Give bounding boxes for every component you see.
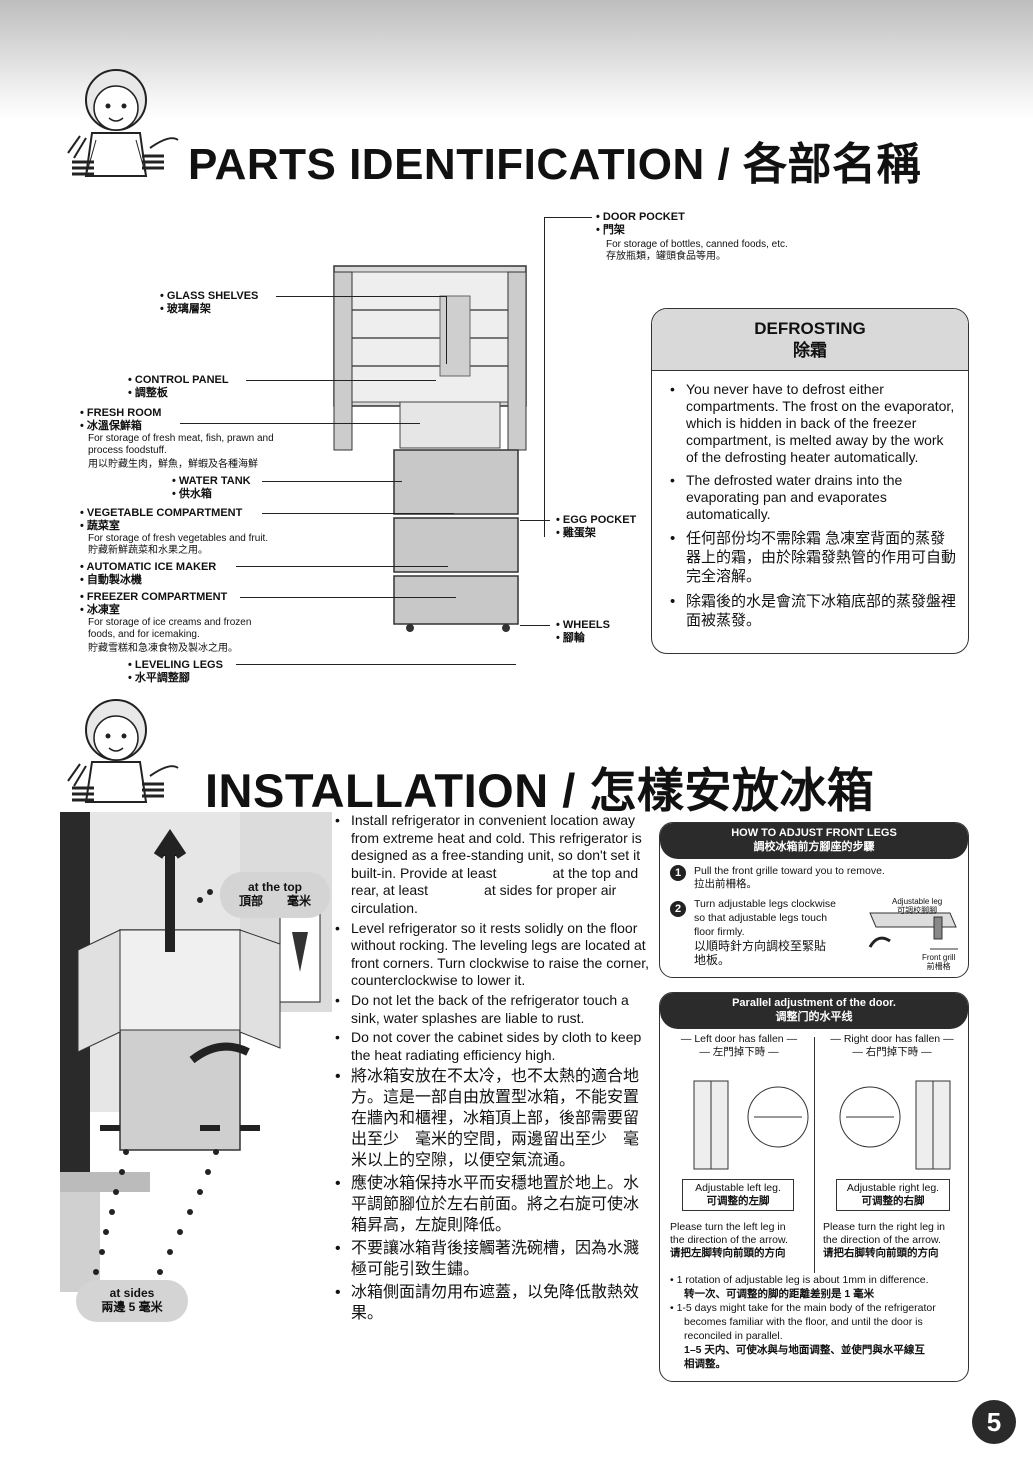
instruction-item: 冰箱側面請勿用布遮蓋，以免降低散熱效果。	[333, 1282, 651, 1324]
adjustable-leg-label: Adjustable leg 可調校腳腳	[892, 897, 943, 915]
parallel-notes: • 1 rotation of adjustable leg is about …	[670, 1274, 936, 1370]
refrigerator-illustration	[333, 265, 527, 632]
defrosting-list: You never have to defrost either compart…	[652, 371, 968, 630]
leader-line	[180, 423, 420, 424]
turn-right-instruction: Please turn the right leg in the directi…	[823, 1221, 945, 1259]
instruction-item: 不要讓冰箱背後接觸著洗碗槽，因為水濺極可能引致生鏽。	[333, 1238, 651, 1280]
page-title-parts: PARTS IDENTIFICATION / 各部名稱	[188, 140, 921, 189]
adjustable-right-leg-box: Adjustable right leg. 可调整的右脚	[836, 1179, 950, 1211]
defrost-item: You never have to defrost either compart…	[668, 381, 956, 466]
right-door-fallen-label: — Right door has fallen — — 右門掉下時 —	[830, 1033, 954, 1058]
leader-line	[262, 481, 402, 482]
leader-line	[236, 566, 448, 567]
page-title-installation: INSTALLATION / 怎樣安放冰箱	[205, 764, 875, 817]
leader-line	[246, 380, 436, 381]
front-grill-label: Front grill 前柵格	[922, 953, 956, 971]
front-legs-header: HOW TO ADJUST FRONT LEGS 調校冰箱前方腳座的步驟	[660, 823, 968, 859]
label-egg-pocket: • EGG POCKET • 雞蛋架	[556, 514, 637, 539]
defrost-item: 任何部份均不需除霜 急凍室背面的蒸發器上的霜，由於除霜發熱管的作用可自動完全溶解…	[668, 529, 956, 586]
leader-line	[262, 513, 454, 514]
label-wheels: • WHEELS • 腳輪	[556, 619, 610, 644]
leader-line	[236, 664, 516, 665]
instruction-item: Level refrigerator so it rests solidly o…	[333, 920, 651, 990]
front-legs-panel: HOW TO ADJUST FRONT LEGS 調校冰箱前方腳座的步驟 1 P…	[659, 822, 969, 978]
right-door-illustration	[839, 1080, 951, 1170]
leader-line	[520, 625, 550, 626]
header-background	[0, 0, 1033, 120]
label-door-pocket: • DOOR POCKET • 門架 For storage of bottle…	[596, 211, 788, 262]
leader-line	[544, 217, 592, 218]
installation-illustration	[60, 812, 332, 1330]
instruction-item: Do not let the back of the refrigerator …	[333, 992, 651, 1027]
leader-line	[544, 217, 545, 537]
parallel-header: Parallel adjustment of the door. 调整门的水平线	[660, 993, 968, 1029]
mascot-woman-illustration	[67, 69, 179, 177]
leader-line	[520, 520, 550, 521]
label-ice-maker: • AUTOMATIC ICE MAKER • 自動製冰機	[80, 561, 217, 586]
column-divider	[814, 1037, 815, 1273]
leader-line	[446, 296, 447, 364]
mascot-woman-illustration	[67, 699, 179, 803]
label-leveling-legs: • LEVELING LEGS • 水平調整腳	[128, 659, 223, 684]
label-fresh-room: • FRESH ROOM • 冰溫保鮮箱 For storage of fres…	[80, 407, 274, 470]
label-glass-shelves: • GLASS SHELVES • 玻璃層架	[160, 290, 259, 315]
step-number-2: 2	[670, 901, 686, 917]
defrosting-panel: DEFROSTING 除霜 You never have to defrost …	[651, 308, 969, 654]
adjustable-left-leg-box: Adjustable left leg. 可调整的左脚	[682, 1179, 794, 1211]
instruction-item: Install refrigerator in convenient locat…	[333, 812, 651, 918]
leg-adjust-illustration	[868, 912, 958, 950]
page-number: 5	[972, 1400, 1016, 1444]
left-door-fallen-label: — Left door has fallen — — 左門掉下時 —	[680, 1033, 798, 1058]
instruction-item: 將冰箱安放在不太冷，也不太熱的適合地方。這是一部自由放置型冰箱，不能安置在牆內和…	[333, 1066, 651, 1171]
step-number-1: 1	[670, 865, 686, 881]
step-1-text: Pull the front grille toward you to remo…	[694, 865, 885, 890]
clearance-sides-bubble: at sides 兩邊 5 毫米	[76, 1280, 188, 1322]
parallel-adjustment-panel: Parallel adjustment of the door. 调整门的水平线…	[659, 992, 969, 1382]
installation-instructions: Install refrigerator in convenient locat…	[333, 812, 651, 1326]
turn-left-instruction: Please turn the left leg in the directio…	[670, 1221, 788, 1259]
instruction-item: Do not cover the cabinet sides by cloth …	[333, 1029, 651, 1064]
instruction-item: 應使冰箱保持水平而安穩地置於地上。水平調節腳位於左右前面。將之右旋可使冰箱昇高，…	[333, 1173, 651, 1236]
label-water-tank: • WATER TANK • 供水箱	[172, 475, 251, 500]
leader-line	[240, 597, 456, 598]
label-vegetable-compartment: • VEGETABLE COMPARTMENT • 蔬菜室 For storag…	[80, 507, 269, 556]
clearance-top-bubble: at the top 頂部 毫米	[220, 872, 330, 918]
left-door-illustration	[693, 1080, 809, 1170]
label-freezer-compartment: • FREEZER COMPARTMENT • 冰凍室 For storage …	[80, 591, 252, 654]
label-control-panel: • CONTROL PANEL • 調整板	[128, 374, 229, 399]
defrost-item: 除霜後的水是會流下冰箱底部的蒸發盤裡面被蒸發。	[668, 592, 956, 630]
step-2-text: Turn adjustable legs clockwise so that a…	[694, 898, 837, 967]
leader-line	[276, 296, 446, 297]
defrosting-header: DEFROSTING 除霜	[652, 309, 968, 371]
defrost-item: The defrosted water drains into the evap…	[668, 472, 956, 523]
